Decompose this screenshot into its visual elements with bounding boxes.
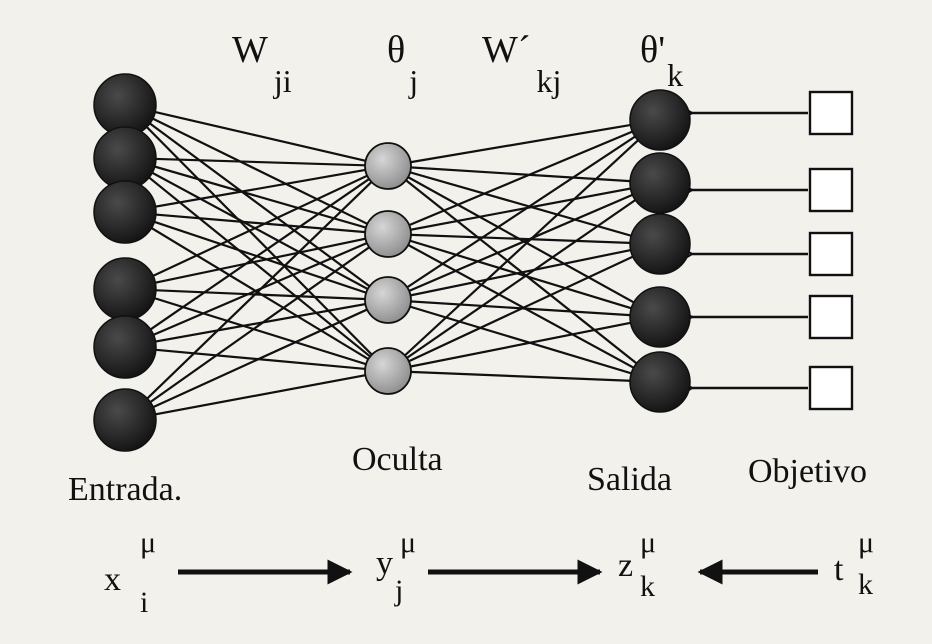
target-box-4: [808, 294, 854, 340]
signal-z-label: z μ k: [618, 523, 665, 603]
edge-out-3-3: [387, 315, 661, 373]
edge-in-2-0: [124, 164, 389, 214]
edge-in-3-0: [124, 165, 389, 290]
edge-out-2-4: [387, 298, 661, 384]
target-box-3: [808, 231, 854, 277]
edge-out-1-2: [387, 232, 661, 246]
target-arrows: [692, 113, 808, 388]
input-hidden-connections: [124, 103, 389, 422]
edge-in-0-3: [124, 104, 389, 372]
edge-out-1-0: [387, 118, 661, 236]
weights-in-label: Wji: [232, 29, 292, 99]
hidden-node-3: [364, 276, 412, 324]
signal-y-label: y μ j: [376, 523, 425, 607]
output-node-2: [629, 152, 691, 214]
edge-out-0-1: [387, 164, 661, 185]
input-layer: [93, 73, 157, 452]
hidden-layer: [364, 142, 412, 395]
edge-out-1-1: [387, 181, 661, 236]
edge-in-0-2: [124, 104, 389, 301]
edge-out-0-2: [387, 164, 661, 246]
input-layer-label: Entrada.: [68, 471, 182, 508]
edge-out-2-2: [387, 242, 661, 302]
edge-in-5-0: [124, 165, 389, 421]
output-layer: [629, 89, 691, 413]
target-box-1: [808, 90, 854, 136]
weights-out-label: W´kj: [482, 29, 561, 99]
input-node-4: [93, 257, 157, 321]
edge-out-1-3: [387, 232, 661, 319]
edge-in-0-1: [124, 104, 389, 235]
target-box-2: [808, 167, 854, 213]
signal-x-label: x μ i: [104, 523, 165, 619]
hidden-output-connections: [387, 118, 661, 384]
edge-in-1-2: [124, 157, 389, 301]
hidden-layer-label: Oculta: [352, 441, 443, 478]
input-node-5: [93, 315, 157, 379]
edge-in-4-0: [124, 165, 389, 348]
input-node-6: [93, 388, 157, 452]
output-node-3: [629, 213, 691, 275]
edge-out-3-1: [387, 182, 661, 372]
bias-hidden-label: θj: [387, 29, 418, 99]
edge-in-0-0: [124, 103, 389, 168]
edge-out-3-2: [387, 243, 661, 372]
hidden-node-2: [364, 210, 412, 258]
edge-out-0-4: [387, 165, 661, 383]
edge-out-2-0: [387, 119, 661, 301]
output-node-4: [629, 286, 691, 348]
edge-out-2-1: [387, 181, 661, 302]
edge-in-1-3: [124, 157, 389, 372]
hidden-node-1: [364, 142, 412, 190]
edge-in-4-2: [124, 298, 389, 349]
target-layer: [808, 90, 854, 411]
output-node-1: [629, 89, 691, 151]
input-node-3: [93, 180, 157, 244]
hidden-node-4: [364, 347, 412, 395]
edge-in-1-0: [124, 156, 389, 168]
edge-out-3-0: [387, 119, 661, 372]
signal-t-label: t μ k: [834, 523, 883, 601]
input-node-2: [93, 126, 157, 190]
edge-in-5-2: [124, 298, 389, 422]
edge-in-3-3: [124, 287, 389, 373]
target-layer-label: Objetivo: [748, 453, 867, 490]
output-layer-label: Salida: [587, 461, 672, 498]
edge-out-3-4: [387, 369, 661, 384]
edge-out-0-0: [387, 118, 661, 168]
target-box-5: [808, 365, 854, 411]
bias-output-label: θ'k: [640, 29, 683, 93]
output-node-5: [629, 351, 691, 413]
edge-in-5-3: [124, 369, 389, 422]
edge-in-5-1: [124, 233, 389, 421]
edge-in-3-1: [124, 232, 389, 291]
edge-in-4-1: [124, 232, 389, 349]
edge-in-1-1: [124, 156, 389, 236]
edge-in-2-1: [124, 210, 389, 236]
